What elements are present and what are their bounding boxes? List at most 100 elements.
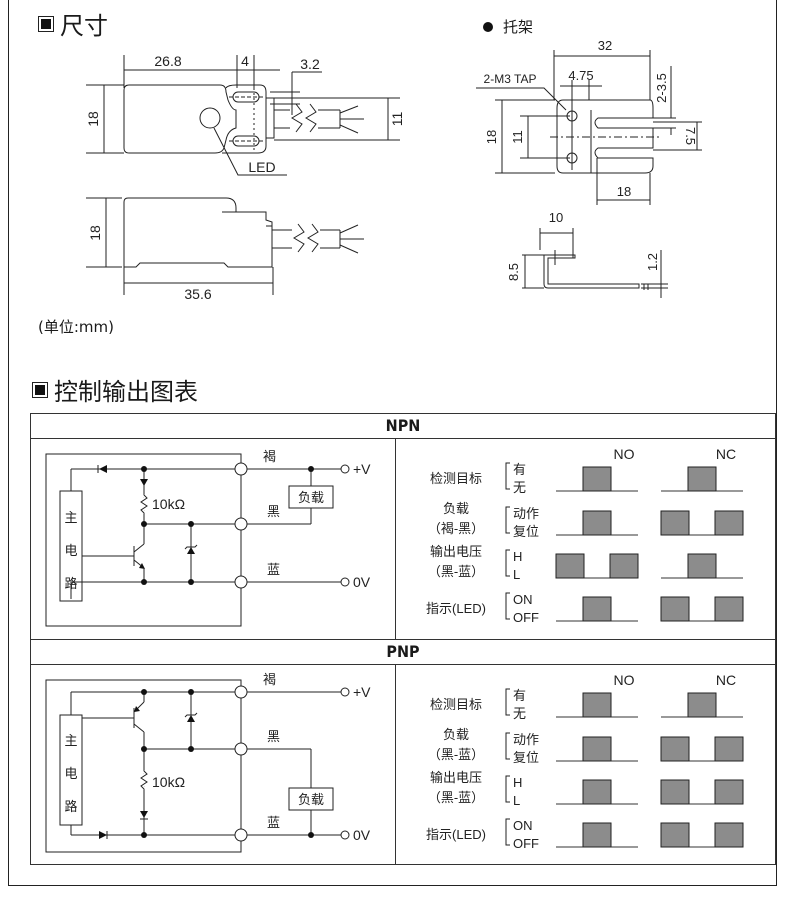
dim-18-top: 18	[85, 111, 101, 127]
timing-pulse	[660, 779, 690, 805]
profile-dim-8-5: 8.5	[506, 263, 521, 281]
wire-color-label: 褐	[263, 449, 276, 464]
timing-pulse	[660, 822, 690, 848]
npn-header: NPN	[31, 414, 775, 439]
state-high-label: H	[513, 775, 522, 790]
bracket-dim-11: 11	[510, 130, 525, 144]
timing-pulse	[582, 510, 612, 536]
main-circuit-char: 主	[64, 733, 77, 748]
timing-column-header: NO	[614, 446, 635, 462]
dim-3-2: 3.2	[300, 56, 320, 72]
timing-pulse	[582, 692, 612, 718]
state-high-label: 动作	[513, 732, 539, 747]
load-label: 负载	[298, 490, 324, 505]
timing-pulse	[660, 596, 690, 622]
timing-row-label: 指示(LED)	[426, 827, 486, 842]
dim-18-side: 18	[87, 225, 103, 241]
state-bracket-icon	[505, 506, 510, 534]
state-high-label: H	[513, 549, 522, 564]
junction-dot	[141, 689, 147, 695]
main-circuit-char: 电	[64, 543, 77, 558]
junction-dot	[141, 579, 147, 585]
state-bracket-icon	[505, 549, 510, 577]
zener-bar	[184, 712, 198, 718]
unit-label: (单位:mm)	[38, 318, 114, 336]
timing-pulse	[714, 822, 744, 848]
state-low-label: 无	[513, 706, 526, 721]
diode-icon	[140, 479, 148, 486]
terminal-plus-icon	[340, 464, 350, 474]
bracket-tap-label: 2-M3 TAP	[484, 72, 537, 86]
state-high-label: 动作	[513, 506, 539, 521]
junction-dot	[141, 466, 147, 472]
state-low-label: 无	[513, 480, 526, 495]
led-label: LED	[248, 159, 275, 175]
bracket-heading: 托架	[483, 16, 533, 37]
profile-dim-1-2: 1.2	[645, 253, 660, 271]
timing-row-sublabel: （黑-蓝）	[428, 564, 484, 579]
timing-pulse	[582, 779, 612, 805]
bracket-dim-18-height: 18	[484, 130, 499, 144]
wire-terminal	[234, 517, 248, 531]
junction-dot	[188, 579, 194, 585]
state-bracket-icon	[505, 688, 510, 716]
state-low-label: OFF	[513, 836, 539, 851]
state-low-label: L	[513, 793, 520, 808]
timing-row-label: 检测目标	[430, 471, 482, 486]
state-high-label: ON	[513, 818, 533, 833]
timing-pulse	[687, 692, 717, 718]
sensor-side-view: 18 35.6	[86, 197, 364, 302]
state-bracket-icon	[505, 732, 510, 760]
control-heading: 控制输出图表	[32, 372, 198, 407]
junction-dot	[141, 746, 147, 752]
zener-diode-icon	[187, 547, 195, 554]
terminal-plus-icon	[340, 687, 350, 697]
resistor-label: 10kΩ	[152, 496, 185, 512]
timing-pulse	[687, 553, 717, 579]
transistor-arrow-icon	[134, 706, 140, 712]
terminal-plus-label: +V	[353, 684, 371, 700]
terminal-plus-label: +V	[353, 461, 371, 477]
state-high-label: 有	[513, 688, 526, 703]
timing-pulse	[714, 736, 744, 762]
state-bracket-icon	[505, 592, 510, 620]
square-bullet-icon	[38, 15, 54, 32]
resistor-label: 10kΩ	[152, 774, 185, 790]
junction-dot	[188, 746, 194, 752]
timing-row-label: 输出电压	[430, 770, 482, 785]
zener-diode-icon	[187, 715, 195, 722]
timing-pulse	[582, 822, 612, 848]
timing-column-header: NC	[716, 446, 736, 462]
state-low-label: 复位	[513, 750, 539, 765]
bracket-dim-4-75: 4.75	[568, 68, 593, 83]
state-low-label: L	[513, 567, 520, 582]
timing-pulse	[555, 553, 585, 579]
diode-icon	[99, 465, 107, 473]
square-bullet-icon	[32, 381, 48, 398]
dim-11: 11	[389, 112, 405, 127]
wire-color-label: 黑	[267, 729, 280, 744]
wire-terminal	[234, 742, 248, 756]
state-high-label: 有	[513, 462, 526, 477]
zener-bar	[184, 544, 198, 550]
diode-icon	[99, 831, 107, 839]
load-box	[288, 485, 334, 509]
timing-pulse	[582, 736, 612, 762]
state-bracket-icon	[505, 462, 510, 490]
terminal-zero-label: 0V	[353, 574, 371, 590]
bracket-dim-2-3-5: 2-3.5	[654, 73, 669, 103]
bracket-title: 托架	[503, 18, 534, 36]
transistor-arrow-icon	[139, 563, 145, 569]
timing-pulse	[582, 466, 612, 492]
state-low-label: OFF	[513, 610, 539, 625]
state-low-label: 复位	[513, 524, 539, 539]
timing-pulse	[714, 510, 744, 536]
terminal-zero-label: 0V	[353, 827, 371, 843]
main-circuit-char: 路	[64, 799, 77, 814]
timing-pulse	[582, 596, 612, 622]
collector	[133, 723, 145, 733]
timing-row-label: 指示(LED)	[426, 601, 486, 616]
load-label: 负载	[298, 792, 324, 807]
